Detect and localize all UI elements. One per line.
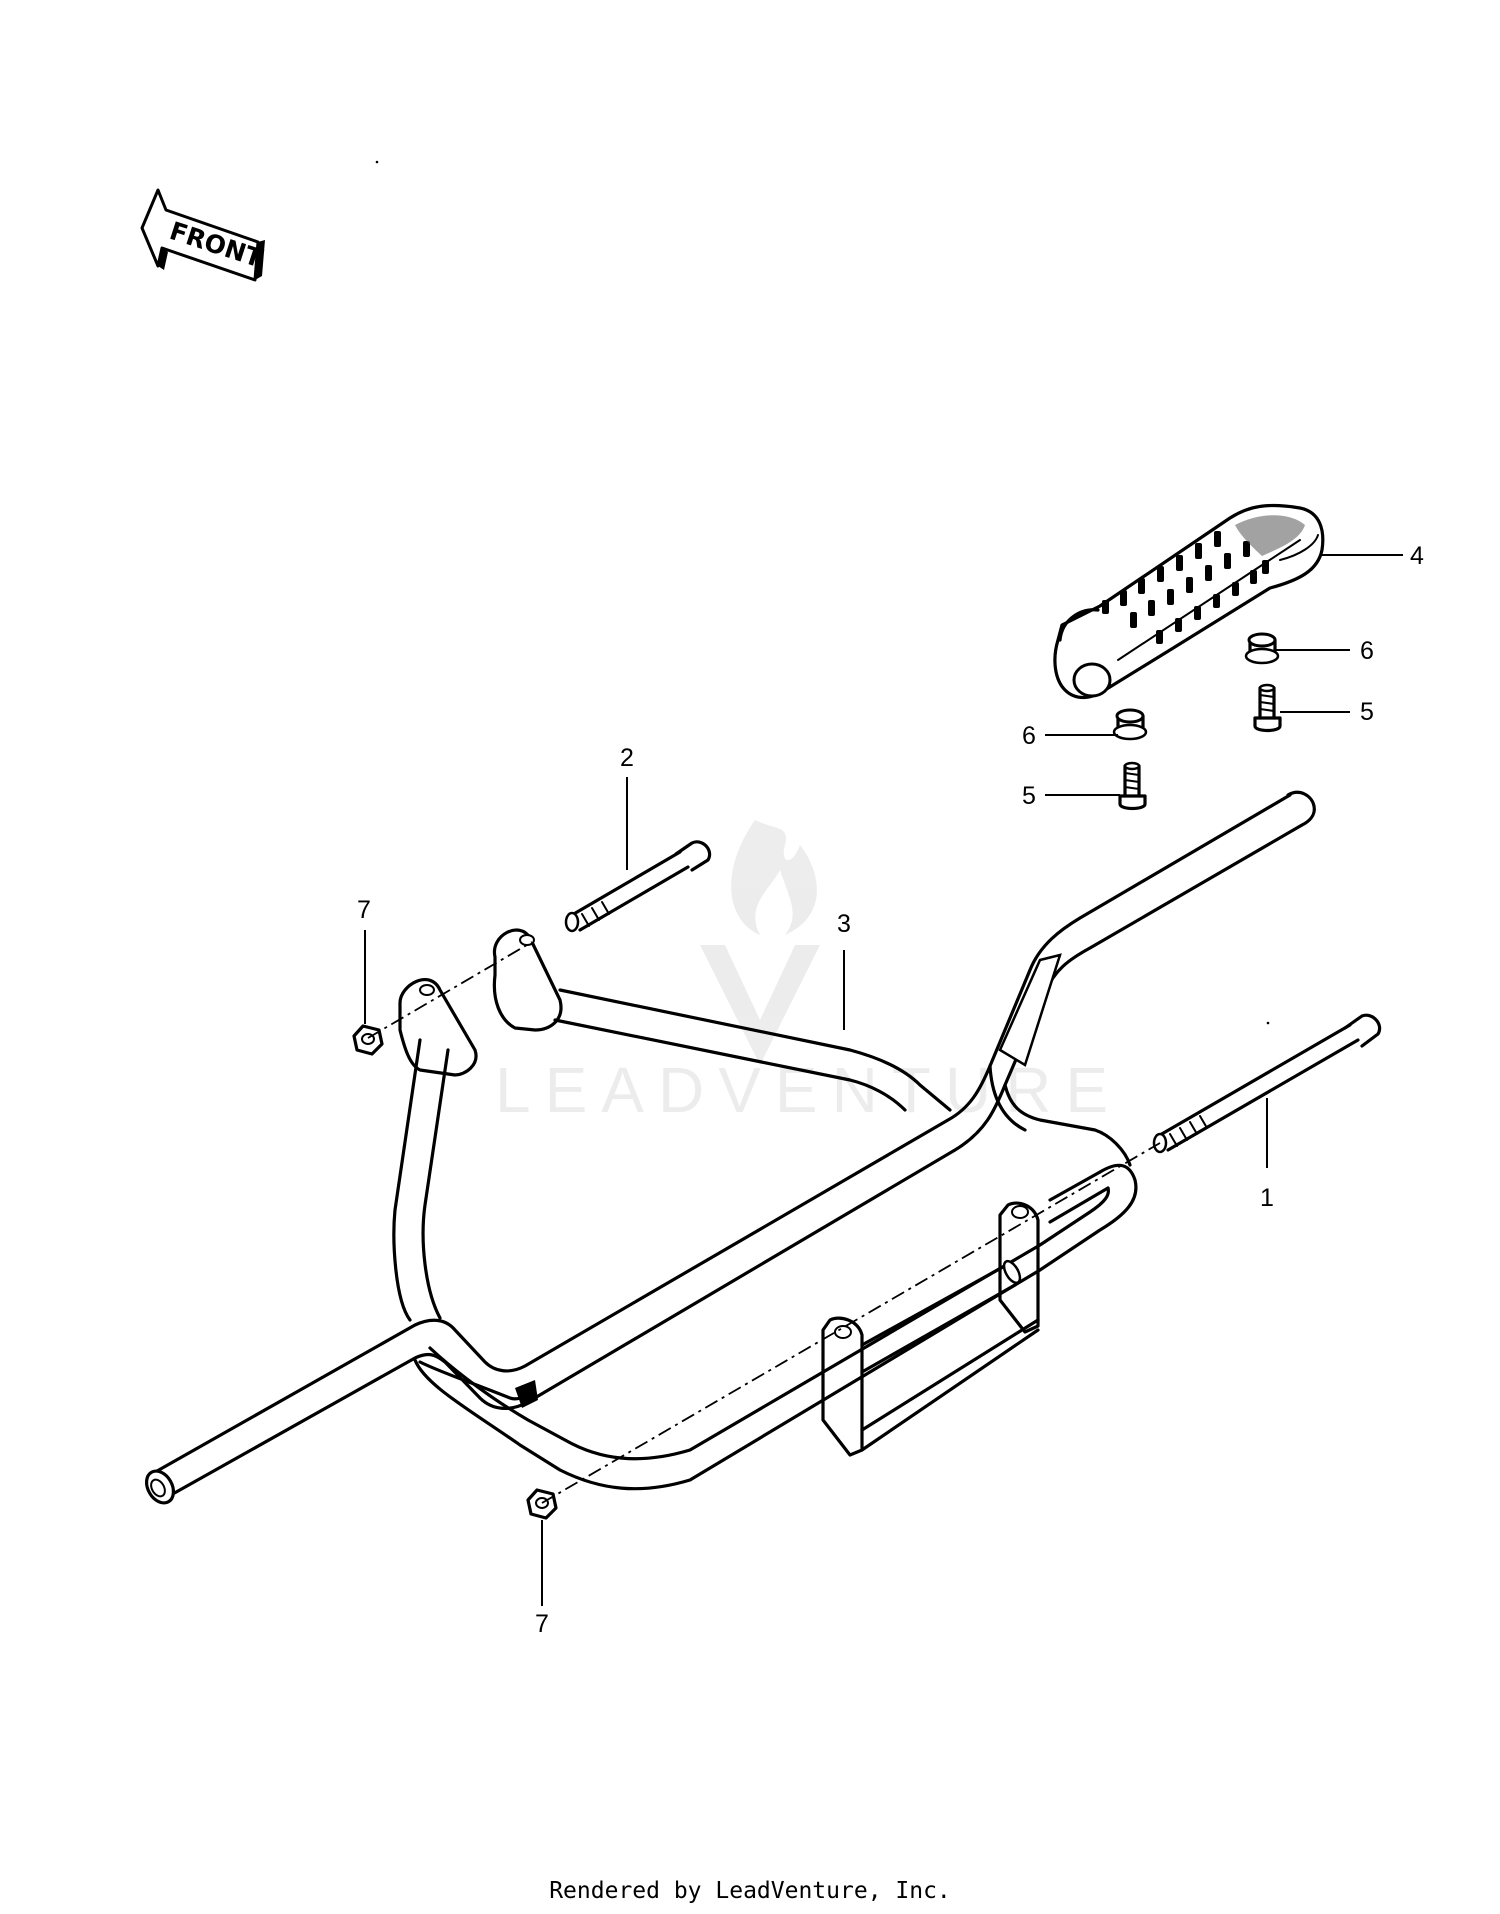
nut-7-upper: [352, 1024, 384, 1056]
washer-6-right: [1244, 632, 1280, 665]
callouts: 4 6 5 6 5 1 2 3 7 7: [357, 542, 1424, 1638]
callout-1: 1: [1260, 1184, 1274, 1212]
bolt-5-left: [1118, 761, 1147, 811]
nut-7-lower: [526, 1488, 558, 1520]
callout-3: 3: [837, 910, 851, 938]
assembly-centerlines: [367, 941, 1161, 1504]
bolt-5-right: [1253, 683, 1282, 733]
callout-2: 2: [620, 744, 634, 772]
stray-mark: [375, 160, 379, 164]
footpeg-rubber: [1053, 503, 1325, 700]
watermark-logo-icon: [700, 820, 820, 1065]
callout-5-right: 5: [1360, 698, 1374, 726]
stray-mark: [1266, 1021, 1270, 1025]
front-arrow-icon: FRONT: [140, 188, 266, 282]
callout-6-left: 6: [1022, 722, 1036, 750]
footpeg-bar-3: [144, 790, 1316, 1505]
callout-5-left: 5: [1022, 782, 1036, 810]
washer-6-left: [1112, 708, 1148, 741]
leader-lines: [364, 554, 1403, 1606]
callout-6-right: 6: [1360, 637, 1374, 665]
callout-7-upper: 7: [357, 896, 371, 924]
footer-credit: Rendered by LeadVenture, Inc.: [549, 1878, 951, 1904]
callout-4: 4: [1410, 542, 1424, 570]
callout-7-lower: 7: [535, 1610, 549, 1638]
bolt-2: [564, 840, 712, 933]
